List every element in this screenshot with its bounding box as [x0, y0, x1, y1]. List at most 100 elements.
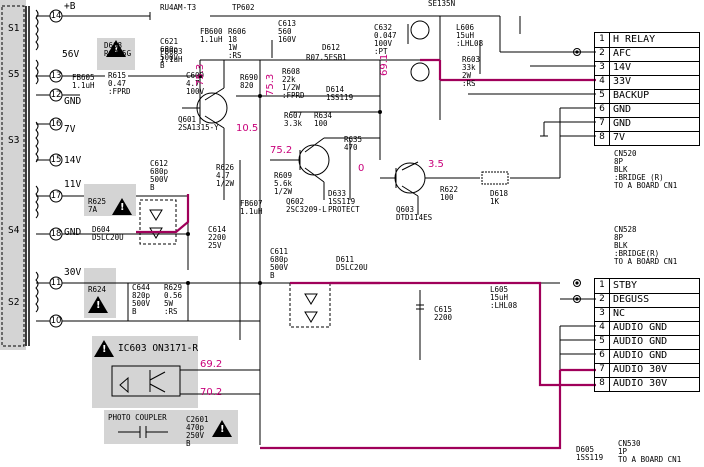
- cn520-pin-label: 14V: [613, 62, 632, 73]
- r624-label: R624: [88, 285, 107, 294]
- cn520-pin-number: 8: [599, 132, 605, 142]
- q602-label: Q602 2SC3209-L: [286, 197, 327, 214]
- d618-label: D618 1K: [490, 189, 509, 206]
- d633-label: D633 1SS119 PROTECT: [328, 189, 360, 214]
- winding-s4: S4: [8, 225, 20, 236]
- fb607-label: FB607 1.1uH: [240, 199, 263, 216]
- cn520-pin-number: 3: [599, 62, 605, 72]
- d605-label: D605 1SS119: [576, 445, 604, 462]
- voltage-readout: 0: [358, 163, 365, 174]
- cn528-row-divider: [594, 321, 700, 322]
- se135n-label: SE135N: [428, 0, 456, 8]
- cn520-pin-number: 4: [599, 76, 605, 86]
- label-gnd-18: GND: [64, 227, 82, 238]
- pin-11: 11: [50, 278, 62, 288]
- voltage-readout: 70.2: [200, 387, 223, 398]
- label-11v: 11V: [64, 179, 82, 190]
- ru4am-label: RU4AM-T3: [160, 3, 197, 12]
- cn528-row-divider: [594, 335, 700, 336]
- cn530-label: CN530 1P TO A BOARD CN1: [618, 439, 682, 464]
- cn520-pin-number: 2: [599, 48, 605, 58]
- l605-label: L605 15uH :LHL08: [490, 285, 518, 310]
- r608-label: R608 22k 1/2W :FPRD: [282, 67, 305, 100]
- plus-b-label: +B: [64, 1, 76, 12]
- voltage-readout: 69.1: [379, 53, 390, 76]
- c613-label: C613 560 160V: [278, 19, 297, 44]
- r615-label: R615 0.47 :FPRD: [108, 71, 131, 96]
- cn528-pin-label: AUDIO GND: [613, 336, 668, 347]
- winding-s2: S2: [8, 297, 20, 308]
- cn520-pin-label: 33V: [613, 76, 632, 87]
- c614-label: C614 2200 25V: [208, 225, 227, 250]
- cn520-row-divider: [594, 131, 700, 132]
- r603-label: R603 33k 2W :RS: [462, 55, 481, 88]
- label-7v: 7V: [64, 124, 76, 135]
- voltage-readout: 75.3: [195, 63, 206, 86]
- pin-15: 15: [50, 155, 62, 165]
- c632-label: C632 0.047 100V :PT: [374, 23, 397, 56]
- r607-label: R607 3.3k: [284, 111, 303, 128]
- cn520-pin-label: GND: [613, 118, 632, 129]
- warning-triangle-icon: [94, 340, 114, 357]
- cn520-row-divider: [594, 103, 700, 104]
- cn528-pin-number: 5: [599, 336, 605, 346]
- cn520-row-divider: [594, 75, 700, 76]
- cn520-pin-label: AFC: [613, 48, 632, 59]
- pin-10: 10: [50, 316, 62, 326]
- pin-18: 18: [50, 229, 62, 239]
- cn520-pin-number: 5: [599, 90, 605, 100]
- transformer-grey-block: [0, 0, 26, 350]
- cn528-pin-number: 6: [599, 350, 605, 360]
- voltage-readout: 75.2: [270, 145, 293, 156]
- fb600-label: FB600 1.1uH: [200, 27, 223, 44]
- cn528-pin-label: AUDIO 30V: [613, 378, 668, 389]
- cn520-row-divider: [594, 117, 700, 118]
- cn520-pin-label: 7V: [613, 132, 626, 143]
- q603-label: Q603 DTD114ES: [396, 205, 433, 222]
- label-14v: 14V: [64, 155, 82, 166]
- photo-coupler-label: PHOTO COUPLER: [108, 413, 167, 422]
- winding-s1: S1: [8, 23, 20, 34]
- cn520-row-divider: [594, 89, 700, 90]
- warning-triangle-icon: [88, 296, 108, 313]
- cn520-pin-label: GND: [613, 104, 632, 115]
- cn528-row-divider: [594, 363, 700, 364]
- c644-label: C644 820p 500V B: [132, 283, 151, 316]
- cn528-pin-label: AUDIO 30V: [613, 364, 668, 375]
- pin-13: 13: [50, 71, 62, 81]
- r629-label: R629 0.56 5W :RS: [164, 283, 183, 316]
- d611-label: D611 D5LC20U: [336, 255, 368, 272]
- warning-triangle-icon: [212, 420, 232, 437]
- cn528-row-divider: [594, 377, 700, 378]
- d614-label: D614 1SS119: [326, 85, 354, 102]
- c621-label: C621 680p 500V B: [160, 37, 179, 70]
- fb603-label: FB603 1.1uH: [160, 47, 183, 64]
- label-30v: 30V: [64, 267, 82, 278]
- cn520-pin-number: 1: [599, 34, 605, 44]
- winding-s5: S5: [8, 69, 20, 80]
- cn528-row-divider: [594, 307, 700, 308]
- warning-triangle-icon: [106, 40, 126, 57]
- r07-label: R07.5ESB1: [306, 53, 347, 62]
- r626-label: R626 4.7 1/2W: [216, 163, 235, 188]
- fb605-label: FB605 1.1uH: [72, 73, 95, 90]
- cn520-pin-number: 6: [599, 104, 605, 114]
- cn528-pin-label: NC: [613, 308, 626, 319]
- r634-label: R634 100: [314, 111, 333, 128]
- cn528-pin-number: 1: [599, 280, 605, 290]
- pin-17: 17: [50, 191, 62, 201]
- label-56v: 56V: [62, 49, 80, 60]
- cn528-row-divider: [594, 293, 700, 294]
- cn528-pin-number: 2: [599, 294, 605, 304]
- r635-label: R635 470: [344, 135, 363, 152]
- voltage-readout: 75.3: [265, 73, 276, 96]
- r606-label: R606 18 1W :RS: [228, 27, 247, 60]
- pin-14: 14: [50, 11, 62, 21]
- cn528-pin-label: AUDIO GND: [613, 322, 668, 333]
- cn528-pin-number: 8: [599, 378, 605, 388]
- d608-label: D608 RGP15G: [104, 41, 132, 58]
- cn520-row-divider: [594, 61, 700, 62]
- r609-label: R609 5.6k 1/2W: [274, 171, 293, 196]
- voltage-readout: 69.2: [200, 359, 223, 370]
